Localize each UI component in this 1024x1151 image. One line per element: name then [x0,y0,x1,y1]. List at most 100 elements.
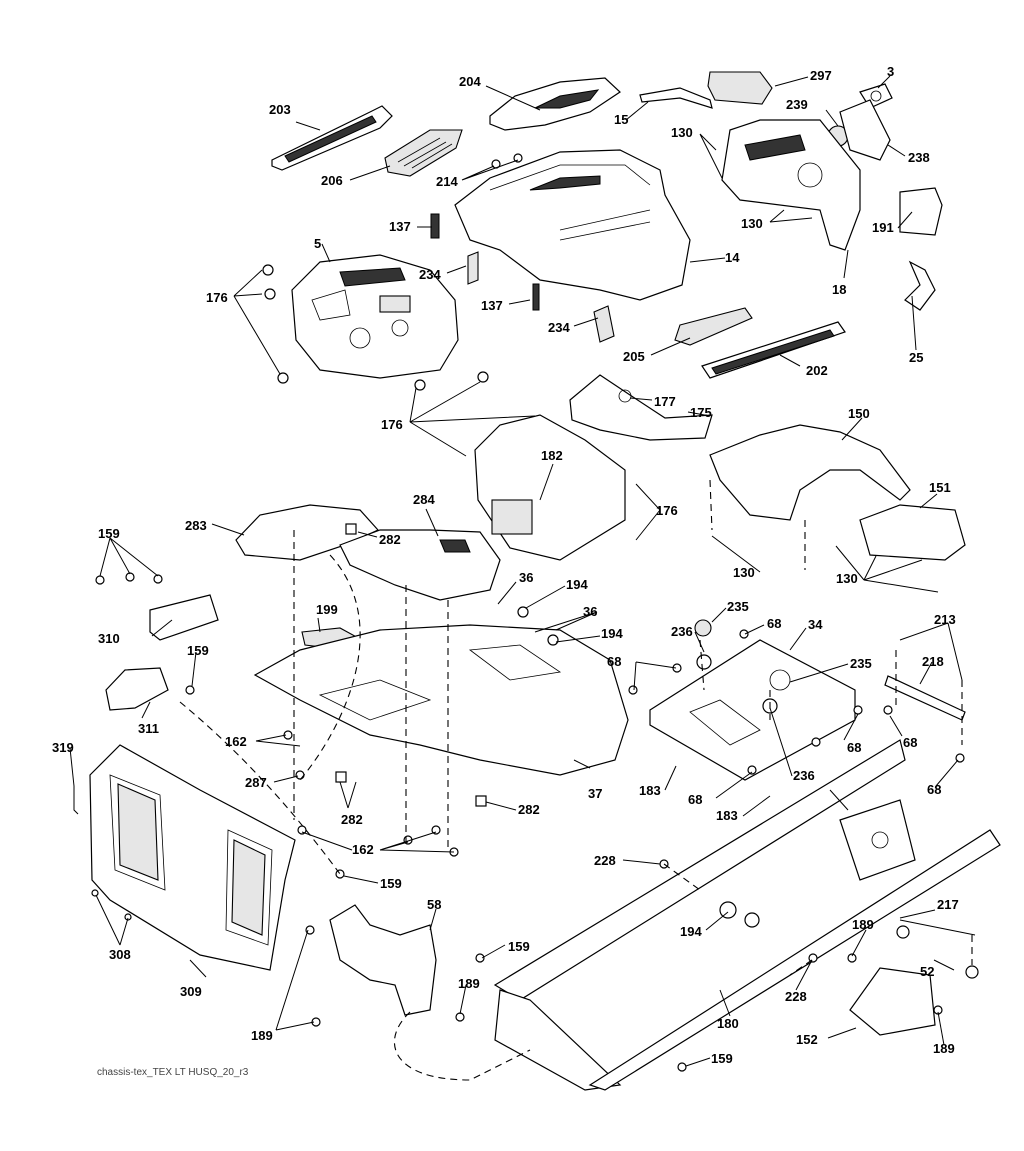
callout-236-lower: 236 [793,768,815,783]
callout-36-upper: 36 [519,570,533,585]
callout-130-top: 130 [671,125,693,140]
callout-labels: 203 204 297 3 15 239 130 238 206 214 130… [52,64,959,1066]
callout-68-plate: 68 [847,740,861,755]
part-203-vent-strip [271,105,393,171]
part-18-front-grille [721,119,861,251]
part-235-washer-upper [694,619,712,637]
part-191-cover [899,187,943,236]
callout-217: 217 [937,897,959,912]
callout-228-lower: 228 [785,989,807,1004]
part-309-front-frame [89,744,296,971]
part-308-screw-a [91,889,99,897]
part-234-lower [593,305,615,343]
part-151-bracket [859,504,966,561]
callout-206: 206 [321,173,343,188]
callout-236-upper: 236 [671,624,693,639]
callout-202: 202 [806,363,828,378]
diagram-caption: chassis-tex_TEX LT HUSQ_20_r3 [97,1067,249,1078]
callout-159-mid: 159 [187,643,209,658]
part-180-frame [493,739,1001,1091]
part-282-clip-c [475,795,487,807]
part-282-clip-b [335,771,347,783]
callout-137-upper: 137 [389,219,411,234]
callout-239: 239 [786,97,808,112]
callout-130-grille: 130 [741,216,763,231]
callout-308: 308 [109,947,131,962]
callout-228-upper: 228 [594,853,616,868]
callout-130-bracket: 130 [836,571,858,586]
callout-183-left: 183 [639,783,661,798]
callout-194-upper: 194 [566,577,588,592]
callout-191: 191 [872,220,894,235]
part-25-strip [904,260,936,311]
callout-5: 5 [314,236,321,251]
part-238-bracket [839,99,891,161]
callout-137-lower: 137 [481,298,503,313]
part-15-trim-strip [639,87,713,109]
callout-34: 34 [808,617,823,632]
callout-180: 180 [717,1016,739,1031]
part-34-plate [649,639,856,781]
callout-282-top: 282 [379,532,401,547]
assembly-lines [179,479,973,1081]
callout-235-upper: 235 [727,599,749,614]
callout-199: 199 [316,602,338,617]
callout-159-frame: 159 [380,876,402,891]
part-162-bolts [283,730,459,857]
part-176-fasteners-upper [262,264,489,391]
part-284-seat-cover [339,529,501,601]
callout-218: 218 [922,654,944,669]
callout-176-mid: 176 [381,417,403,432]
callout-162-bottom: 162 [352,842,374,857]
callout-176-right: 176 [656,503,678,518]
callout-68-left: 68 [607,654,621,669]
part-206-grille-insert [384,129,463,177]
callout-189-bracket: 189 [458,976,480,991]
callout-3: 3 [887,64,894,79]
part-218-bar [884,675,966,721]
part-152-bracket [849,967,936,1036]
callout-234-upper: 234 [419,267,441,282]
callout-203: 203 [269,102,291,117]
callout-309: 309 [180,984,202,999]
callout-68-top: 68 [767,616,781,631]
callout-189-right: 189 [852,917,874,932]
callout-194-mid: 194 [601,626,623,641]
callout-235-lower: 235 [850,656,872,671]
callout-282-right: 282 [518,802,540,817]
callout-68-bar: 68 [903,735,917,750]
part-194-nuts [517,606,760,928]
callout-68-far-right: 68 [927,782,941,797]
callout-18: 18 [832,282,846,297]
callout-152: 152 [796,1032,818,1047]
callout-213: 213 [934,612,956,627]
part-175-bracket [569,374,713,441]
callout-177: 177 [654,394,676,409]
callout-162-left: 162 [225,734,247,749]
part-287-bolt [295,770,305,780]
part-214-clips [491,153,523,169]
part-14-hood [454,149,691,301]
callout-37: 37 [588,786,602,801]
part-297-cover [707,71,773,105]
part-205-vent-panel [674,307,753,346]
callout-284: 284 [413,492,435,507]
callout-319: 319 [52,740,74,755]
callout-189-bottom: 189 [933,1041,955,1056]
part-236-spacer-upper [696,654,712,670]
callout-36-lower: 36 [583,604,597,619]
callout-159-left: 159 [98,526,120,541]
callout-58: 58 [427,897,441,912]
part-37-body-deck [253,624,629,776]
callout-183-right: 183 [716,808,738,823]
callout-214: 214 [436,174,458,189]
part-68-bolts [628,629,965,775]
part-52-washer-right [965,965,979,979]
callout-282-mid: 282 [341,812,363,827]
callout-52: 52 [920,964,934,979]
part-182-panel [474,414,626,561]
callout-14: 14 [725,250,740,265]
part-159-bolts [95,572,687,1072]
callout-68-bottom: 68 [688,792,702,807]
callout-130-fender: 130 [733,565,755,580]
